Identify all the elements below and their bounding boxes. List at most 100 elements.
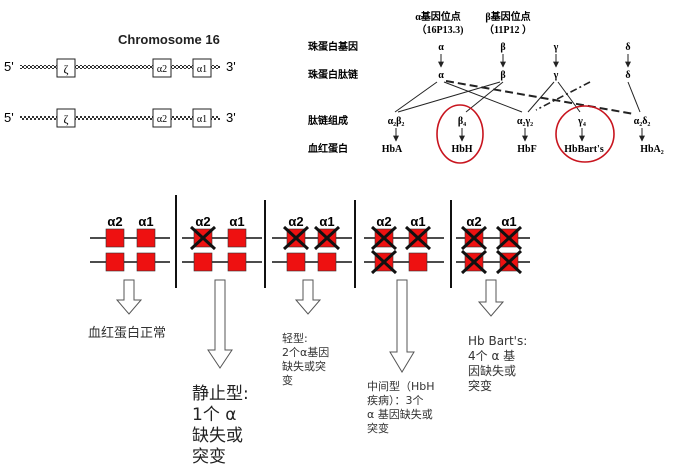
chromosome-title: Chromosome 16 — [118, 32, 220, 47]
chromosome-line — [20, 65, 220, 69]
caption-normal: 血红蛋白正常 — [88, 326, 167, 341]
deletion-panel: α2 α1 — [456, 214, 530, 275]
chain-gamma: γ — [553, 70, 559, 81]
hbh-outcome-arrow — [389, 279, 415, 373]
hb-f: HbF — [517, 144, 536, 155]
gene-to-chain-arrows — [438, 54, 631, 68]
hbh-highlight-circle — [436, 104, 484, 164]
deletion-cross-mark — [460, 249, 488, 275]
alpha-to-delta-dashed-line — [445, 80, 635, 115]
alpha-gene-box — [105, 252, 125, 272]
zeta-gene-box — [56, 58, 76, 78]
three-prime-label: 3' — [226, 110, 236, 125]
gene-delta: δ — [625, 42, 630, 53]
gene-alpha: α — [438, 42, 444, 53]
alpha2-gene-label: α2 — [157, 114, 167, 125]
alpha-gene-box — [227, 228, 247, 248]
alpha2-gene-box — [152, 58, 172, 78]
hb-h: HbH — [451, 144, 472, 155]
alpha2-label: α2 — [466, 214, 481, 229]
caption-silent: 静止型: 1个 α 缺失或 突变 — [192, 384, 249, 467]
composition-b4: β₄ — [458, 116, 466, 127]
alpha1-gene-box — [192, 58, 212, 78]
silent-outcome-arrow — [207, 279, 233, 369]
composition-a2g2: α₂γ₂ — [517, 116, 533, 127]
alpha2-gene-label: α2 — [157, 64, 167, 75]
five-prime-label: 5' — [4, 110, 14, 125]
row-label-chain: 珠蛋白肽链 — [308, 68, 359, 81]
three-prime-label: 3' — [226, 59, 236, 74]
alpha-deletion-panels: α2 α1 α2 α1 α2 α1 α2 α1 α2 α1 — [90, 214, 530, 275]
gene-beta: β — [500, 42, 505, 53]
chromosome-line — [20, 116, 220, 120]
alpha-gene-box — [317, 252, 337, 272]
alpha-gene-box — [227, 252, 247, 272]
alpha2-label: α2 — [376, 214, 391, 229]
chromosome-row-2: 5' ζ α2 α1 3' — [4, 108, 236, 128]
chromosome-16-map: Chromosome 16 5' ζ α2 α1 3' 5' ζ α2 α1 3… — [4, 32, 236, 128]
alpha1-label: α1 — [138, 214, 153, 229]
alpha-to-gamma-dashdot-line — [535, 81, 591, 111]
alpha1-label: α1 — [319, 214, 334, 229]
chain-to-composition-lines — [394, 81, 641, 113]
alpha1-label: α1 — [501, 214, 516, 229]
hb-a2: HbA₂ — [640, 144, 664, 155]
alpha1-gene-box — [192, 108, 212, 128]
bart-outcome-arrow — [477, 279, 505, 317]
beta-locus-title: β基因位点 — [485, 10, 530, 23]
alpha-locus-title: α基因位点 — [415, 10, 461, 23]
deletion-cross-mark — [313, 225, 341, 251]
gene-gamma: γ — [553, 42, 559, 53]
deletion-cross-mark — [404, 225, 432, 251]
deletion-panel: α2 α1 — [272, 214, 352, 272]
beta-locus-position: （11P12 ） — [484, 23, 532, 36]
chain-beta: β — [500, 70, 505, 81]
zeta-gene-label: ζ — [64, 112, 69, 126]
row-label-hemoglobin: 血红蛋白 — [308, 142, 348, 155]
alpha1-label: α1 — [410, 214, 425, 229]
alpha-gene-box — [286, 252, 306, 272]
alpha2-label: α2 — [195, 214, 210, 229]
alpha2-label: α2 — [107, 214, 122, 229]
chain-delta: δ — [625, 70, 630, 81]
outcome-arrows — [115, 279, 505, 373]
composition-a2d2: α₂δ₂ — [634, 116, 651, 127]
caption-hbh: 中间型（HbH 疾病）：3个 α 基因缺失或 突变 — [367, 380, 435, 435]
globin-chain-chart: α基因位点 （16P13.3) β基因位点 （11P12 ） 珠蛋白基因 珠蛋白… — [308, 10, 664, 164]
chain-alpha: α — [438, 70, 444, 81]
alpha-gene-box — [136, 252, 156, 272]
alpha1-gene-label: α1 — [197, 64, 207, 75]
hbbarts-highlight-circle — [555, 105, 615, 163]
alpha2-gene-box — [152, 108, 172, 128]
deletion-cross-mark — [370, 225, 398, 251]
alpha-gene-box — [193, 252, 213, 272]
deletion-panel: α2 α1 — [90, 214, 170, 272]
composition-a2b2: α₂β₂ — [388, 116, 405, 127]
chromosome-row-1: 5' ζ α2 α1 3' — [4, 58, 236, 78]
composition-g4: γ₄ — [577, 116, 586, 127]
zeta-gene-box — [56, 108, 76, 128]
alpha1-label: α1 — [229, 214, 244, 229]
deletion-cross-mark — [189, 225, 217, 251]
row-label-gene: 珠蛋白基因 — [308, 40, 358, 53]
alpha2-label: α2 — [288, 214, 303, 229]
row-label-composition: 肽链组成 — [308, 114, 348, 127]
five-prime-label: 5' — [4, 59, 14, 74]
alpha1-gene-label: α1 — [197, 114, 207, 125]
deletion-panel: α2 α1 — [364, 214, 444, 275]
normal-outcome-arrow — [115, 279, 143, 315]
alpha-gene-box — [408, 252, 428, 272]
alpha-gene-box — [136, 228, 156, 248]
hb-a: HbA — [382, 144, 403, 155]
deletion-cross-mark — [495, 249, 523, 275]
composition-to-hemoglobin-arrows — [393, 128, 645, 142]
deletion-cross-mark — [282, 225, 310, 251]
panel-separators — [175, 195, 452, 288]
deletion-cross-mark — [460, 225, 488, 251]
deletion-cross-mark — [495, 225, 523, 251]
hb-barts: HbBart's — [564, 144, 604, 155]
zeta-gene-label: ζ — [64, 62, 69, 76]
caption-barts: Hb Bart's: 4个 α 基 因缺失或 突变 — [468, 334, 528, 393]
deletion-cross-mark — [370, 249, 398, 275]
